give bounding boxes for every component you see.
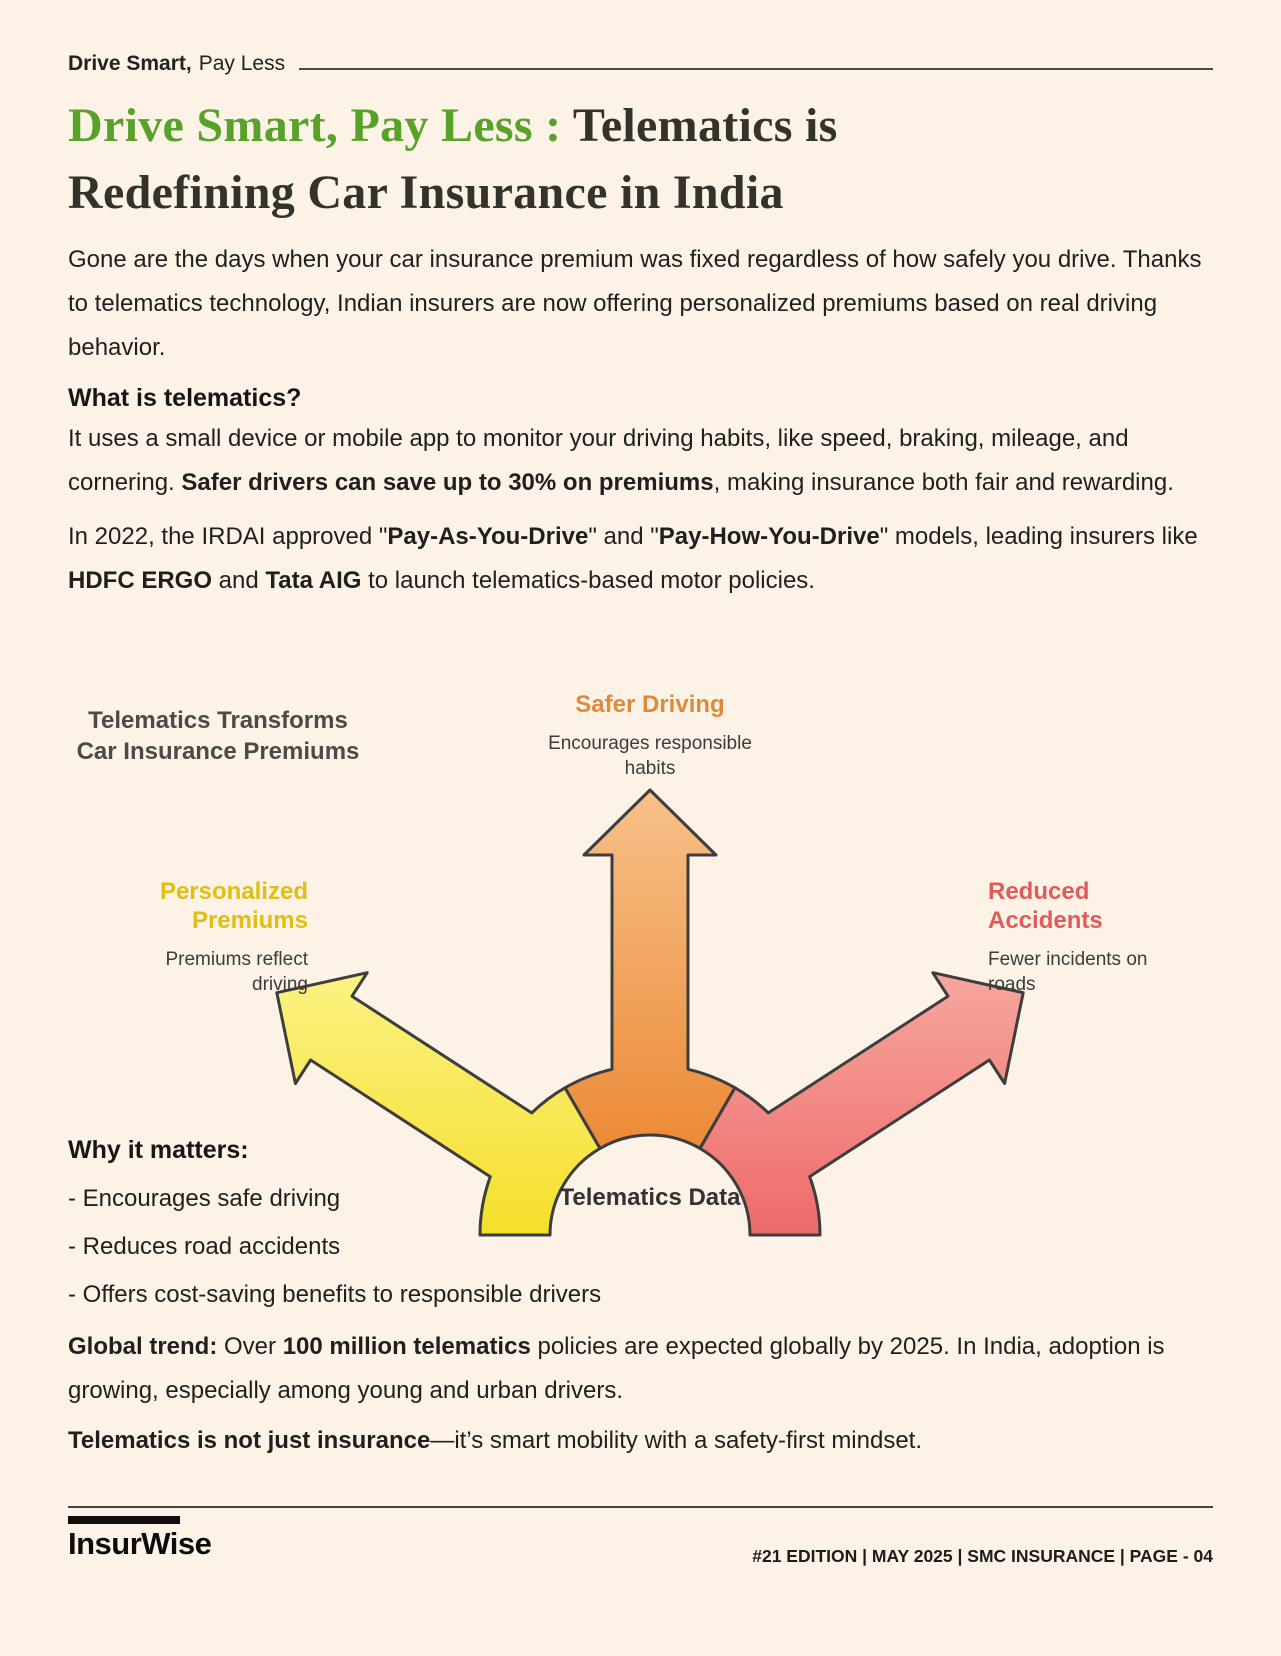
footer-divider [68,1506,1213,1508]
insurwise-logo: InsurWise [68,1516,212,1562]
main-content: Drive Smart, Pay Less Drive Smart, Pay L… [0,0,1281,603]
telematics-data-label: Telematics Data [559,1184,741,1211]
infographic-title: Telematics Transforms Car Insurance Prem… [68,705,368,767]
irdai-models-paragraph: In 2022, the IRDAI approved "Pay-As-You-… [68,522,1198,594]
telematics-arrows-diagram [275,788,1025,1237]
telematics-description-paragraph: It uses a small device or mobile app to … [68,425,1174,496]
safer-driving-label: Safer Driving [575,691,725,718]
edition-info: #21 EDITION | MAY 2025 | SMC INSURANCE |… [752,1546,1213,1566]
global-trend-paragraph: Global trend: Over 100 million telematic… [68,1333,1165,1404]
what-is-telematics-heading: What is telematics? [68,384,302,413]
reduced-accidents-desc: Fewer incidents on roads [988,949,1148,996]
kicker-bold-text: Drive Smart, [68,52,192,75]
safer-driving-desc: Encourages responsible habits [548,733,752,780]
bottom-text-block: Why it matters: - Encourages safe drivin… [68,1136,1216,1463]
intro-paragraph: Gone are the days when your car insuranc… [68,246,1202,362]
personalized-premiums-label: Personalized Premiums [159,878,308,935]
page-title-rest: Telematics is [572,99,838,152]
personalized-premiums-desc: Premiums reflect driving [165,949,308,996]
reduced-accidents-label: Reduced Accidents [988,878,1103,935]
why-it-matters-heading: Why it matters: [68,1136,249,1164]
bullet-item: - Offers cost-saving benefits to respons… [68,1281,602,1308]
infographic-title-line1: Telematics Transforms [88,707,348,734]
logo-wordmark: InsurWise [68,1526,212,1561]
logo-top-bar [68,1516,180,1524]
reduced-accidents-arrow [698,971,1025,1237]
personalized-premiums-arrow [275,971,602,1237]
page-title-line2: Redefining Car Insurance in India [68,166,784,220]
kicker-rule [299,68,1213,70]
infographic-title-line2: Car Insurance Premiums [76,738,360,766]
closing-paragraph: Telematics is not just insurance—it’s sm… [68,1426,923,1454]
bullet-item: - Reduces road accidents [68,1233,341,1260]
page-title-accent: Drive Smart, Pay Less : [68,99,573,152]
kicker-regular-text: Pay Less [198,52,286,75]
page-title: Drive Smart, Pay Less : Telematics is Re… [68,92,1213,226]
bullet-item: - Encourages safe driving [68,1185,341,1212]
safer-driving-arrow [563,788,737,1150]
page-kicker: Drive Smart, Pay Less [68,52,1213,76]
telematics-infographic: Telematics Transforms Car Insurance Prem… [0,655,1281,1267]
